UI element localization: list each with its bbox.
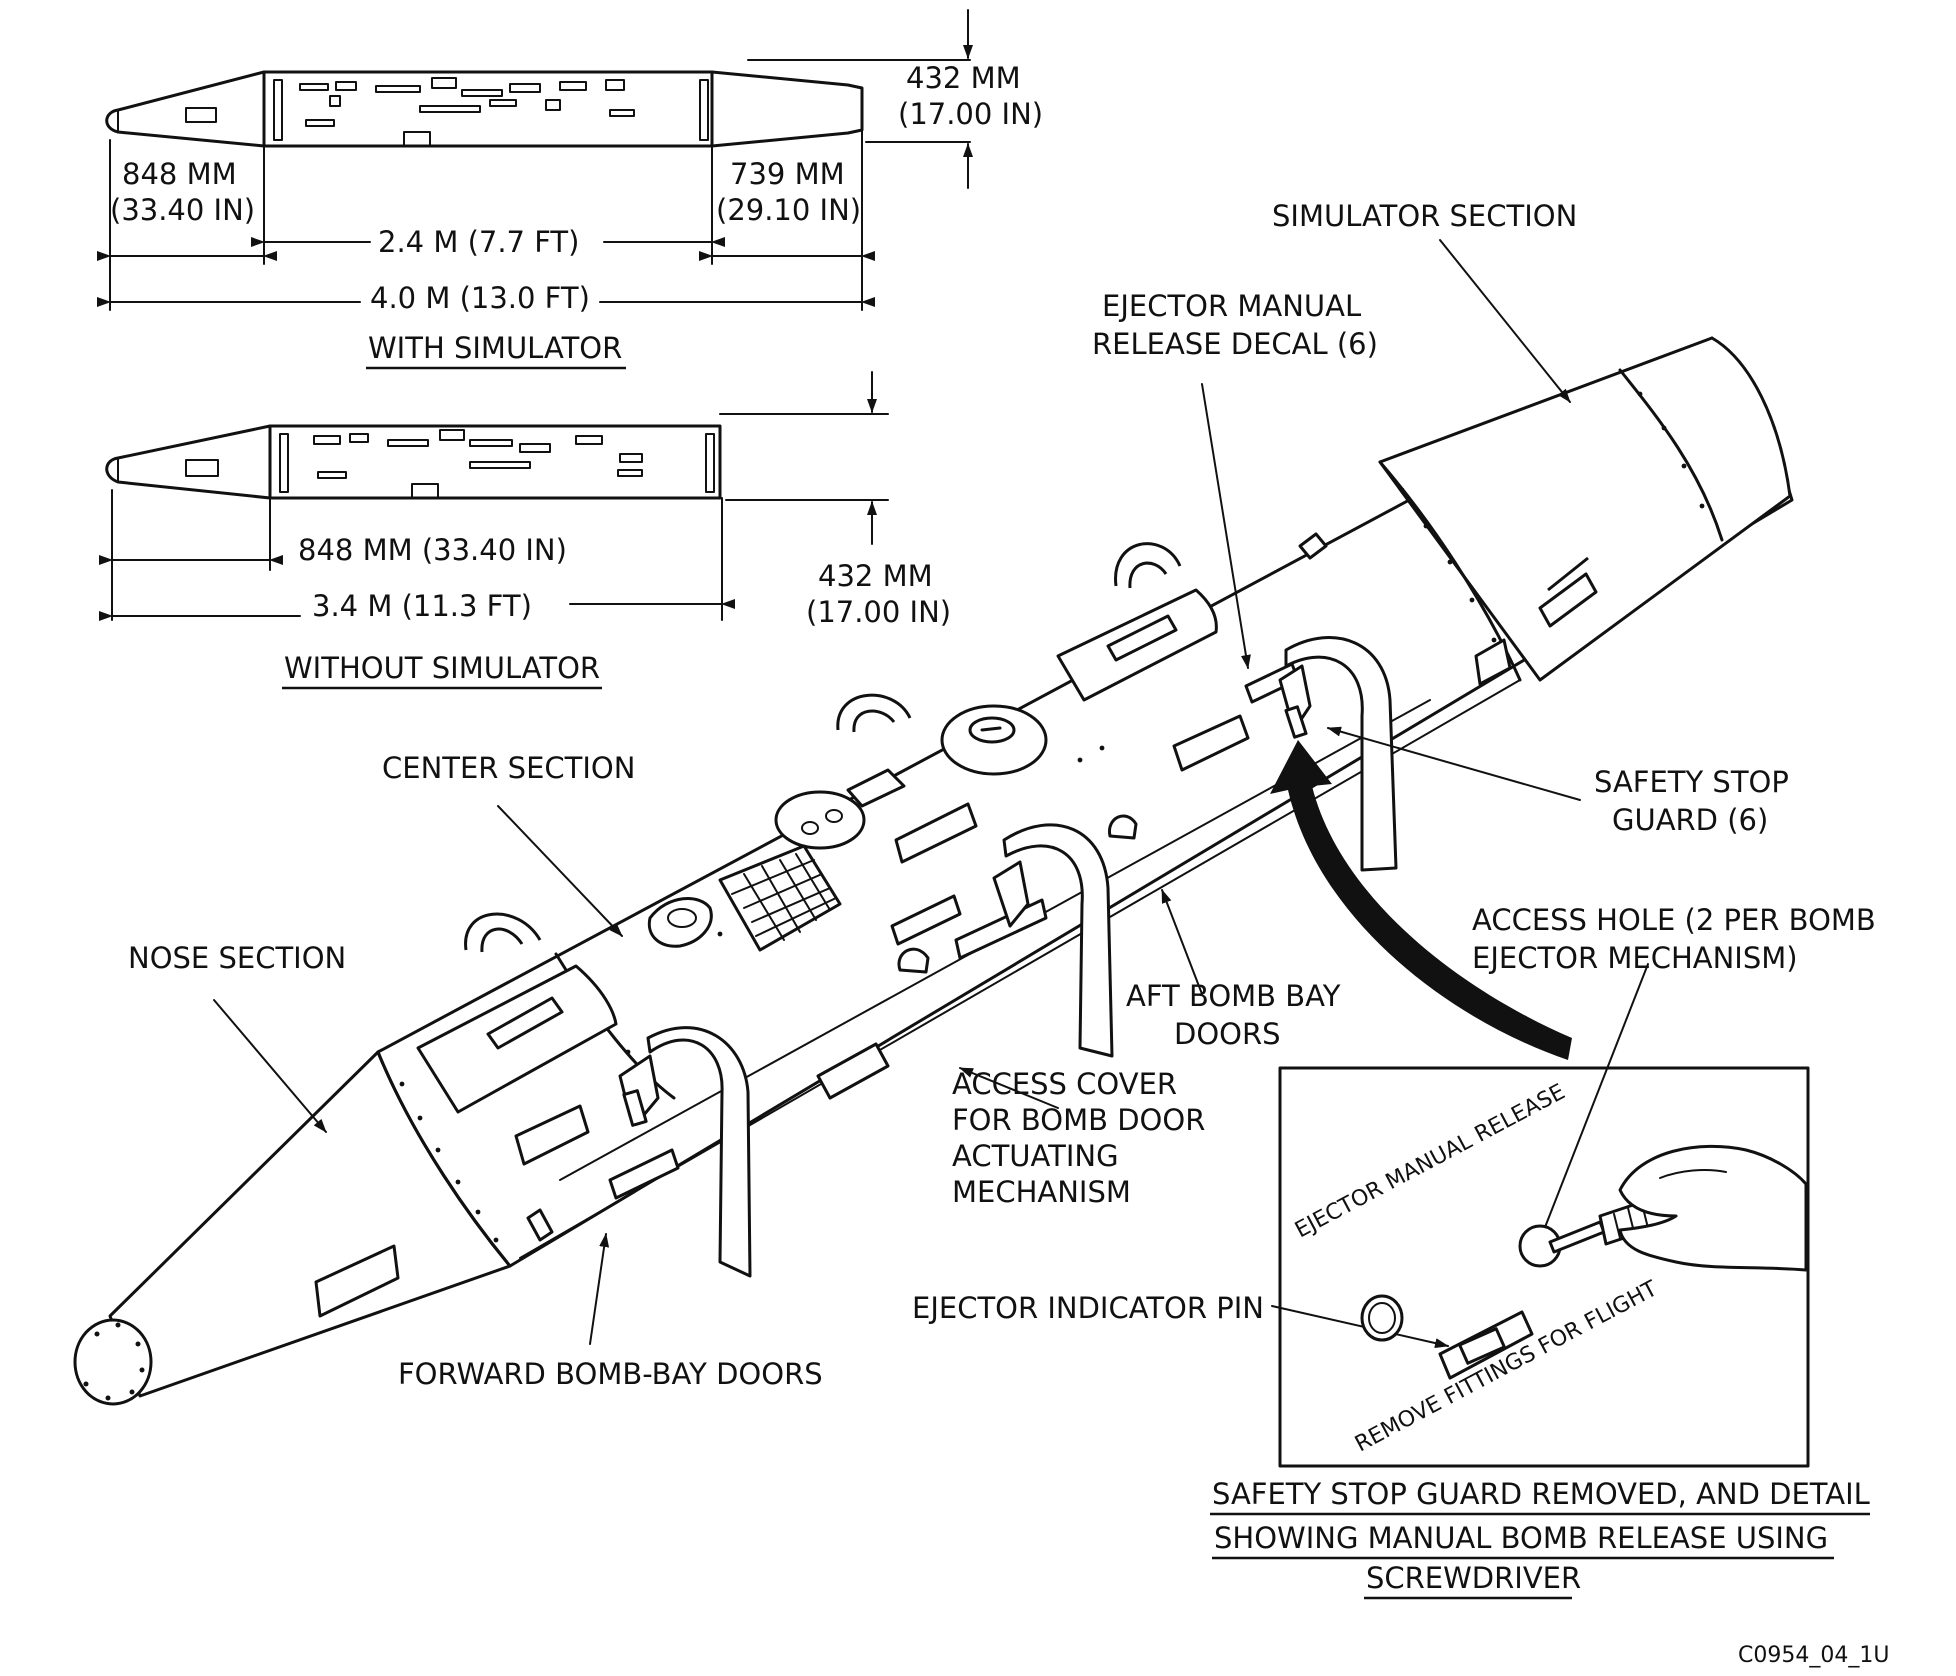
side-view-with-simulator: [97, 9, 973, 311]
dim-432-wo-mm: 432 MM: [818, 559, 933, 593]
ejector-indicator-pin-label: EJECTOR INDICATOR PIN: [912, 1291, 1264, 1325]
inset-caption-line-1: SAFETY STOP GUARD REMOVED, AND DETAIL: [1212, 1477, 1870, 1511]
dim-432-top-in: (17.00 IN): [898, 97, 1043, 131]
ejector-manual-release-decal-label-1: EJECTOR MANUAL: [1102, 289, 1361, 323]
detail-inset: [1278, 1066, 1810, 1468]
access-hole-label-2: EJECTOR MECHANISM): [1472, 941, 1798, 975]
dim-432-top-mm: 432 MM: [906, 61, 1021, 95]
inset-caption-line-2: SHOWING MANUAL BOMB RELEASE USING: [1214, 1521, 1828, 1555]
aft-bomb-bay-doors-label-2: DOORS: [1174, 1017, 1281, 1051]
access-cover-label-2: FOR BOMB DOOR: [952, 1103, 1205, 1137]
side-view-without-simulator: [99, 371, 889, 621]
bomb-pod-body: [73, 336, 1794, 1406]
ejector-manual-release-decal-label-2: RELEASE DECAL (6): [1092, 327, 1378, 361]
inset-ejector-manual-release-label: EJECTOR MANUAL RELEASE: [1291, 1080, 1569, 1244]
simulator-section-label: SIMULATOR SECTION: [1272, 199, 1577, 233]
aft-bomb-bay-doors-label-1: AFT BOMB BAY: [1126, 979, 1341, 1013]
safety-stop-guard-label-1: SAFETY STOP: [1594, 765, 1789, 799]
dim-739-in: (29.10 IN): [716, 193, 861, 227]
dim-3-4m: 3.4 M (11.3 FT): [312, 589, 532, 623]
dim-848-ws-mm: 848 MM: [122, 157, 237, 191]
dim-848-ws-in: (33.40 IN): [110, 193, 255, 227]
with-simulator-caption: WITH SIMULATOR: [368, 331, 622, 365]
forward-bomb-bay-doors-label: FORWARD BOMB-BAY DOORS: [398, 1357, 823, 1391]
access-cover-label-1: ACCESS COVER: [952, 1067, 1177, 1101]
safety-stop-guard-label-2: GUARD (6): [1612, 803, 1768, 837]
figure-id: C0954_04_1U: [1738, 1643, 1889, 1668]
dim-848-wo: 848 MM (33.40 IN): [298, 533, 567, 567]
access-hole-label-1: ACCESS HOLE (2 PER BOMB: [1472, 903, 1876, 937]
access-cover-label-3: ACTUATING: [952, 1139, 1119, 1173]
center-section-label: CENTER SECTION: [382, 751, 635, 785]
dim-432-wo-in: (17.00 IN): [806, 595, 951, 629]
without-simulator-caption: WITHOUT SIMULATOR: [284, 651, 600, 685]
dim-4-0m: 4.0 M (13.0 FT): [370, 281, 590, 315]
inset-caption-line-3: SCREWDRIVER: [1366, 1561, 1581, 1595]
leader-lines: [213, 239, 1649, 1348]
dim-739-mm: 739 MM: [730, 157, 845, 191]
access-cover-label-4: MECHANISM: [952, 1175, 1131, 1209]
callout-curved-arrow: [1270, 740, 1572, 1060]
nose-section-label: NOSE SECTION: [128, 941, 346, 975]
dim-2-4m: 2.4 M (7.7 FT): [378, 225, 579, 259]
